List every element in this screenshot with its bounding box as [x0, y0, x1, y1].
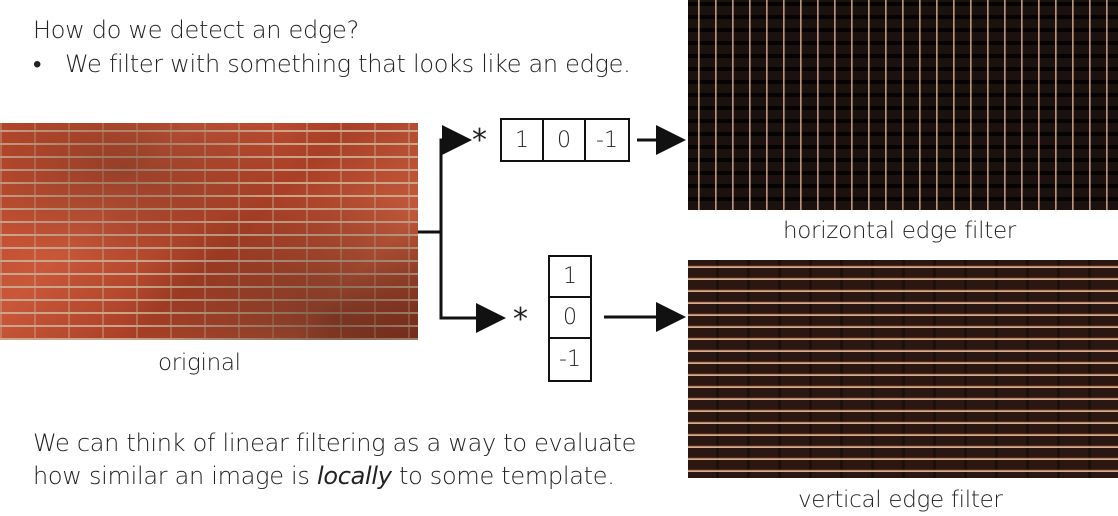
kernel-cell: 0 [550, 298, 590, 339]
summary-line-2: how similar an image is locally to some … [33, 460, 636, 493]
vertical-edge-result-image [688, 260, 1118, 478]
bullet-marker: • [33, 50, 42, 78]
bullet-text: We filter with something that looks like… [65, 50, 631, 78]
summary-line-2-pre: how similar an image is [33, 462, 317, 490]
vertical-kernel: 1 0 -1 [548, 255, 592, 382]
summary-text: We can think of linear filtering as a wa… [33, 427, 636, 493]
kernel-cell: -1 [559, 347, 581, 372]
summary-line-2-post: to some template. [391, 462, 615, 490]
summary-line-1: We can think of linear filtering as a wa… [33, 429, 637, 457]
kernel-cell: -1 [596, 127, 618, 153]
vertical-edge-filter-label: vertical edge filter [798, 487, 1003, 513]
original-label: original [158, 350, 241, 376]
brick-wall-original-image [0, 123, 418, 340]
question-heading: How do we detect an edge? [33, 16, 359, 44]
horizontal-edge-filter-label: horizontal edge filter [783, 218, 1016, 244]
branch-connector [418, 125, 472, 234]
convolution-operator-horizontal: * [472, 123, 487, 158]
kernel-cell: 1 [550, 257, 590, 298]
kernel-cell: 0 [544, 120, 586, 160]
convolution-operator-vertical: * [513, 302, 528, 337]
bullet-item: • We filter with something that looks lik… [33, 50, 631, 79]
kernel-cell: 1 [502, 120, 544, 160]
summary-emphasis: locally [316, 462, 392, 490]
branch-connector-lower [439, 232, 506, 333]
horizontal-kernel: 1 0 -1 [500, 118, 630, 162]
horizontal-edge-result-image [688, 0, 1118, 210]
